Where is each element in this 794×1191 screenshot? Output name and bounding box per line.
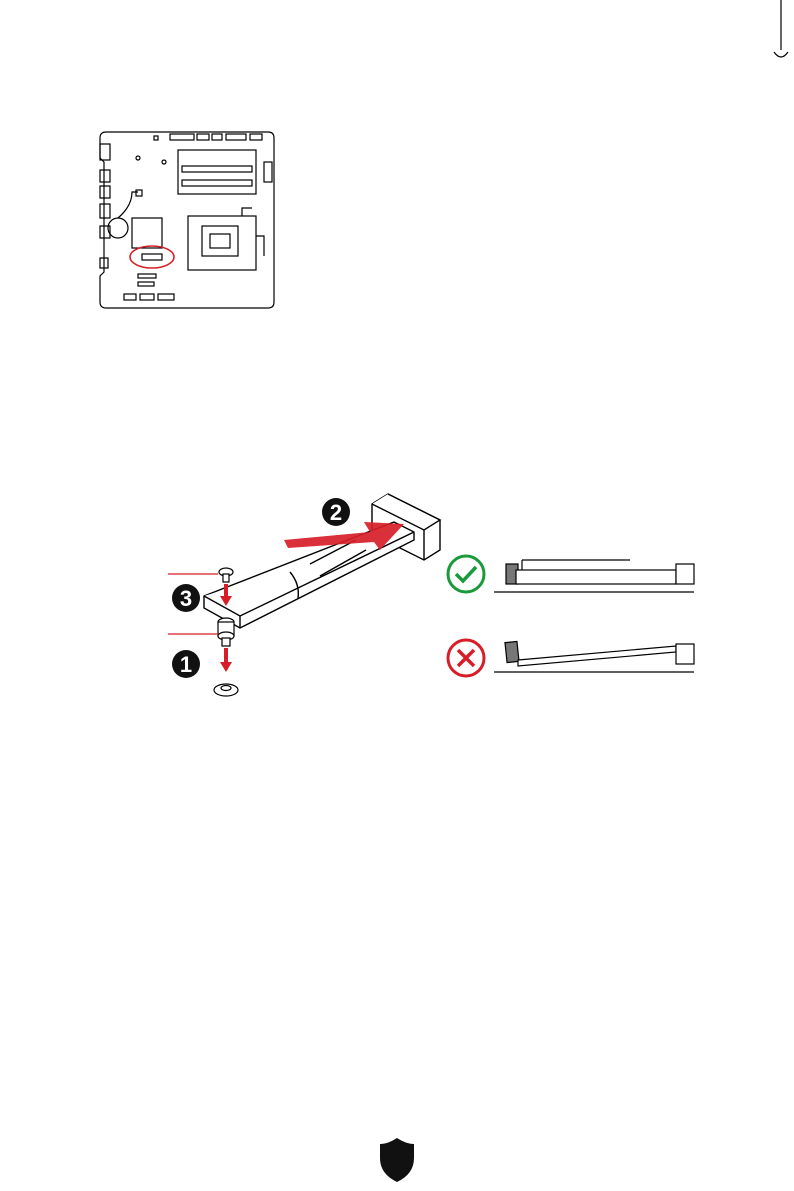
cmos-battery	[108, 218, 128, 238]
standoff-icon	[218, 618, 234, 646]
step-3-number: 3	[180, 586, 192, 611]
mounting-hole	[214, 684, 238, 696]
screw-icon	[219, 568, 233, 582]
motherboard-layout-diagram	[92, 126, 276, 310]
cut-line-marker	[0, 0, 794, 80]
standoff-down-arrow	[220, 648, 232, 672]
shield-logo-icon	[378, 1136, 416, 1184]
m2-install-diagram: 2 3 1	[160, 488, 720, 728]
step-2-number: 2	[330, 500, 342, 525]
board-outline	[100, 132, 274, 308]
incorrect-install-side-view	[494, 641, 694, 672]
step-1-number: 1	[180, 652, 192, 677]
m2-slot	[142, 254, 162, 260]
cpu-socket	[188, 216, 256, 270]
correct-install-side-view	[494, 560, 694, 592]
m2-slot-highlight	[130, 246, 174, 268]
check-icon	[448, 556, 484, 592]
